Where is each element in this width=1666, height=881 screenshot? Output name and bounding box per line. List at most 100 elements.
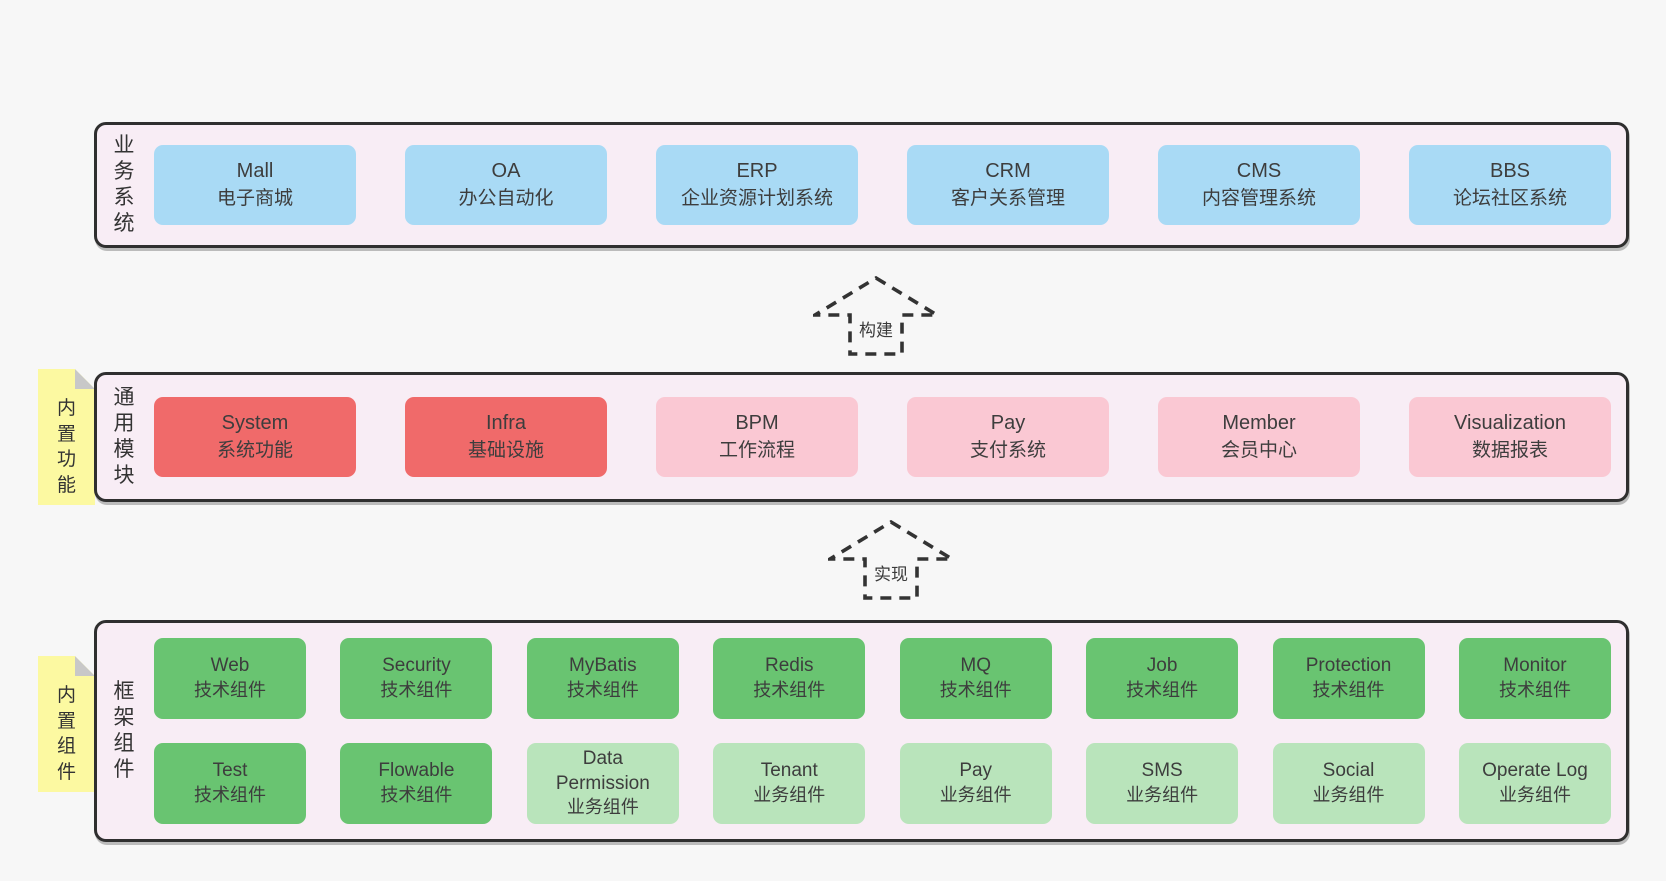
box-mall: Mall 电子商城 bbox=[154, 145, 356, 225]
box-subtitle: 技术组件 bbox=[380, 680, 453, 701]
box-job: Job 技术组件 bbox=[1086, 638, 1239, 719]
box-subtitle: 系统功能 bbox=[216, 439, 293, 461]
box-subtitle: 技术组件 bbox=[1498, 680, 1571, 701]
box-title: SMS bbox=[1141, 760, 1183, 782]
box-title: CRM bbox=[985, 160, 1031, 183]
box-subtitle: 技术组件 bbox=[1312, 680, 1385, 701]
sticky-note-label: 内置组件 bbox=[56, 685, 76, 783]
box-subtitle: 技术组件 bbox=[566, 680, 639, 701]
box-title: Infra bbox=[485, 412, 527, 435]
box-title: BBS bbox=[1489, 160, 1531, 183]
box-subtitle: 技术组件 bbox=[194, 785, 266, 806]
box-test: Test 技术组件 bbox=[154, 743, 306, 824]
box-title: ERP bbox=[736, 160, 778, 183]
box-title: Flowable bbox=[378, 760, 455, 782]
box-title: Security bbox=[382, 655, 451, 677]
box-title: System bbox=[221, 412, 289, 435]
box-title: OA bbox=[491, 160, 521, 183]
box-title: Pay bbox=[959, 760, 993, 782]
box-subtitle: 内容管理系统 bbox=[1201, 187, 1316, 209]
box-security: Security 技术组件 bbox=[340, 638, 493, 719]
box-subtitle: 论坛社区系统 bbox=[1452, 187, 1567, 209]
box-monitor: Monitor 技术组件 bbox=[1458, 638, 1611, 719]
box-tenant: Tenant 业务组件 bbox=[713, 743, 866, 824]
arrow-implement: 实现 bbox=[828, 520, 954, 600]
box-title: BPM bbox=[735, 412, 779, 435]
box-web: Web 技术组件 bbox=[154, 638, 306, 719]
box-title: MyBatis bbox=[569, 655, 637, 677]
box-title: Web bbox=[210, 655, 250, 677]
box-social: Social 业务组件 bbox=[1272, 743, 1425, 824]
box-title: Data Permission bbox=[555, 748, 650, 794]
box-operate-log: Operate Log 业务组件 bbox=[1458, 743, 1611, 824]
box-subtitle: 技术组件 bbox=[194, 680, 266, 701]
box-subtitle: 技术组件 bbox=[380, 785, 453, 806]
box-pay: Pay 业务组件 bbox=[899, 743, 1052, 824]
note-fold-corner bbox=[75, 656, 95, 676]
box-title: Test bbox=[212, 760, 248, 782]
box-title: Visualization bbox=[1454, 412, 1566, 435]
arrow-build: 构建 bbox=[813, 276, 939, 356]
dashed-up-arrow-icon bbox=[828, 520, 954, 600]
box-protection: Protection 技术组件 bbox=[1272, 638, 1425, 719]
box-subtitle: 业务组件 bbox=[939, 785, 1012, 806]
section-label-common-modules: 通用模块 bbox=[113, 385, 135, 488]
box-subtitle: 会员中心 bbox=[1220, 439, 1297, 461]
box-subtitle: 客户关系管理 bbox=[950, 187, 1065, 209]
box-title: Member bbox=[1222, 412, 1296, 435]
box-title: CMS bbox=[1236, 160, 1282, 183]
box-title: Mall bbox=[236, 160, 274, 183]
box-title: Monitor bbox=[1503, 655, 1567, 677]
note-fold-corner bbox=[75, 369, 95, 389]
box-title: Pay bbox=[990, 412, 1026, 435]
box-title: Redis bbox=[764, 655, 814, 677]
box-data-permission: Data Permission 业务组件 bbox=[526, 743, 679, 824]
box-bpm: BPM 工作流程 bbox=[656, 397, 858, 477]
box-subtitle: 企业资源计划系统 bbox=[680, 187, 833, 209]
box-erp: ERP 企业资源计划系统 bbox=[656, 145, 858, 225]
box-subtitle: 业务组件 bbox=[1498, 785, 1571, 806]
box-subtitle: 技术组件 bbox=[1126, 680, 1199, 701]
box-visualization: Visualization 数据报表 bbox=[1409, 397, 1611, 477]
box-title: Operate Log bbox=[1482, 760, 1588, 782]
box-system: System 系统功能 bbox=[154, 397, 356, 477]
box-subtitle: 技术组件 bbox=[753, 680, 826, 701]
box-title: Job bbox=[1146, 655, 1178, 677]
box-title: Tenant bbox=[760, 760, 818, 782]
box-subtitle: 技术组件 bbox=[939, 680, 1012, 701]
box-subtitle: 工作流程 bbox=[718, 439, 795, 461]
box-redis: Redis 技术组件 bbox=[713, 638, 866, 719]
section-label-business-systems: 业务系统 bbox=[113, 133, 135, 236]
sticky-note-label: 内置功能 bbox=[56, 398, 76, 496]
box-subtitle: 数据报表 bbox=[1471, 439, 1548, 461]
section-label-framework-components: 框架组件 bbox=[113, 679, 135, 782]
box-subtitle: 业务组件 bbox=[1126, 785, 1199, 806]
box-member: Member 会员中心 bbox=[1158, 397, 1360, 477]
box-sms: SMS 业务组件 bbox=[1086, 743, 1239, 824]
sticky-note-built-in-features: 内置功能 bbox=[38, 369, 95, 505]
box-subtitle: 业务组件 bbox=[566, 797, 639, 818]
box-subtitle: 支付系统 bbox=[969, 439, 1046, 461]
arrow-implement-label: 实现 bbox=[871, 560, 911, 585]
box-title: Protection bbox=[1305, 655, 1392, 677]
sticky-note-built-in-components: 内置组件 bbox=[38, 656, 95, 792]
box-subtitle: 电子商城 bbox=[216, 187, 293, 209]
box-subtitle: 业务组件 bbox=[753, 785, 826, 806]
box-crm: CRM 客户关系管理 bbox=[907, 145, 1109, 225]
box-title: Social bbox=[1322, 760, 1375, 782]
box-pay: Pay 支付系统 bbox=[907, 397, 1109, 477]
arrow-build-label: 构建 bbox=[856, 316, 896, 341]
box-subtitle: 业务组件 bbox=[1312, 785, 1385, 806]
box-cms: CMS 内容管理系统 bbox=[1158, 145, 1360, 225]
dashed-up-arrow-icon bbox=[813, 276, 939, 356]
box-bbs: BBS 论坛社区系统 bbox=[1409, 145, 1611, 225]
box-mybatis: MyBatis 技术组件 bbox=[526, 638, 679, 719]
